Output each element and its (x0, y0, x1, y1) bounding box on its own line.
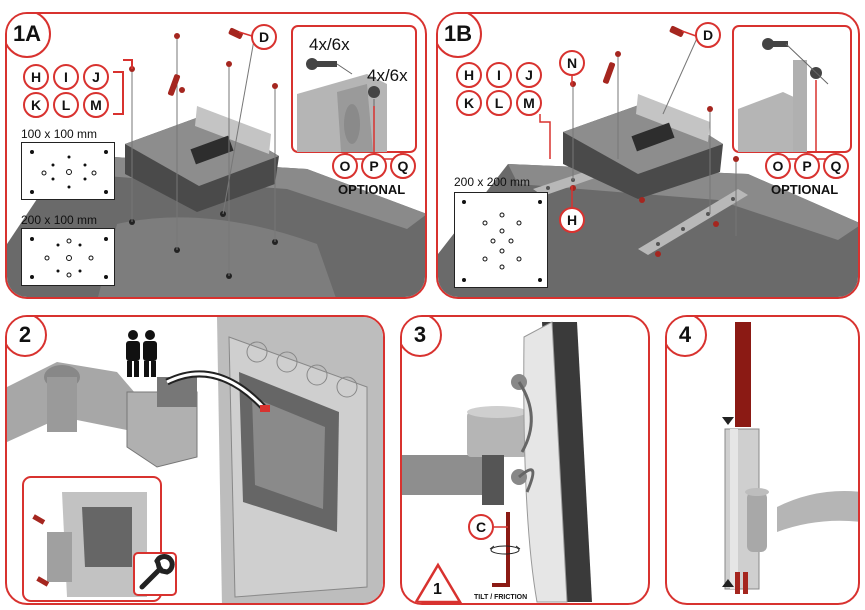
optional-text: OPTIONAL (771, 182, 839, 197)
part-label-i: I (486, 62, 512, 88)
part-label-h-rail: H (559, 207, 585, 233)
part-label-c: C (468, 514, 494, 540)
step-number-3: 3 (402, 317, 442, 357)
inset-quantity-2: 4x/6x (367, 66, 408, 85)
panel-1b: 1B H I J K L M N D H 200 x 200 mm O P Q … (436, 12, 860, 299)
part-label-n: N (559, 50, 585, 76)
warning-number: 1 (433, 581, 442, 598)
part-label-l: L (486, 90, 512, 116)
part-label-p: P (794, 153, 820, 179)
panel-2-illustration (7, 317, 383, 603)
vesa-200x200-diagram (454, 192, 548, 288)
step-number-1a: 1A (7, 14, 51, 58)
part-label-m: M (516, 90, 542, 116)
panel-3: 3 C 1 TILT / FRICTION (400, 315, 650, 605)
part-label-m: M (83, 92, 109, 118)
inset-quantity-1: 4x/6x (309, 35, 350, 54)
part-label-p: P (361, 153, 387, 179)
part-label-k: K (456, 90, 482, 116)
panel-2: 2 (5, 315, 385, 605)
panel-4: 4 (665, 315, 860, 605)
part-label-q: Q (823, 153, 849, 179)
vesa-200x100-label: 200 x 100 mm (21, 213, 98, 227)
vesa-200x200-label: 200 x 200 mm (454, 175, 531, 189)
part-label-o: O (332, 153, 358, 179)
part-label-d: D (251, 24, 277, 50)
panel-4-illustration (722, 322, 858, 594)
step-number-4: 4 (667, 317, 707, 357)
part-label-i: I (53, 64, 79, 90)
panel-1a: 1A H I J K L M D 100 x 100 mm 200 x 100 … (5, 12, 427, 299)
part-label-o: O (765, 153, 791, 179)
panel-3-illustration (402, 321, 592, 603)
part-label-d: D (695, 22, 721, 48)
vesa-100x100-diagram (21, 142, 115, 200)
part-label-h: H (23, 64, 49, 90)
vesa-100x100-label: 100 x 100 mm (21, 127, 98, 141)
part-label-j: J (516, 62, 542, 88)
optional-text: OPTIONAL (338, 182, 406, 197)
part-label-k: K (23, 92, 49, 118)
part-label-j: J (83, 64, 109, 90)
tilt-friction-text: TILT / FRICTION (474, 594, 528, 601)
vesa-200x100-diagram (21, 228, 115, 286)
step-number-1b: 1B (438, 14, 482, 58)
part-label-l: L (53, 92, 79, 118)
step-number-2: 2 (7, 317, 47, 357)
part-label-q: Q (390, 153, 416, 179)
part-label-h: H (456, 62, 482, 88)
